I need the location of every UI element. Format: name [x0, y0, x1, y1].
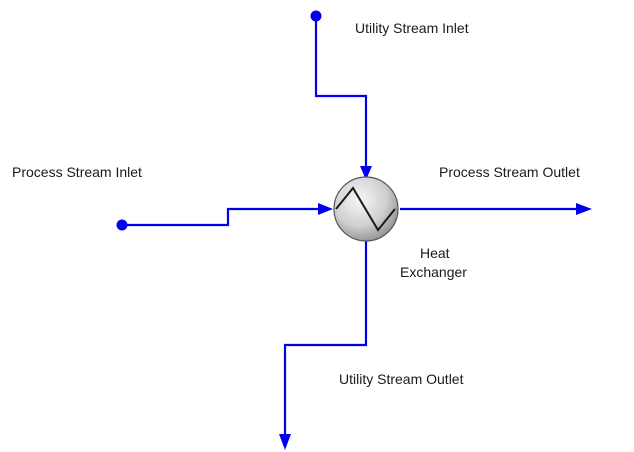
heat-exchanger-label-line1: Heat	[420, 245, 450, 261]
utility-inlet-label: Utility Stream Inlet	[355, 20, 469, 36]
process-inlet-arrow-icon	[318, 203, 333, 215]
process-inlet-label: Process Stream Inlet	[12, 164, 142, 180]
utility-inlet-line[interactable]	[314, 16, 368, 170]
process-outlet-arrow-icon	[576, 203, 592, 215]
utility-outlet-arrow-icon	[279, 434, 291, 450]
heat-exchanger-icon[interactable]	[333, 176, 399, 242]
heat-exchanger-label-line2: Exchanger	[400, 264, 467, 280]
utility-outlet-line[interactable]	[283, 240, 368, 438]
utility-outlet-label: Utility Stream Outlet	[339, 371, 464, 387]
utility-stream-outlet[interactable]	[279, 240, 368, 450]
utility-stream-inlet[interactable]	[310, 10, 373, 181]
process-stream-inlet[interactable]	[116, 203, 334, 231]
process-stream-outlet[interactable]	[400, 203, 592, 215]
process-outlet-label: Process Stream Outlet	[439, 164, 580, 180]
heat-exchanger-coil	[335, 186, 396, 232]
process-inlet-line[interactable]	[122, 207, 322, 227]
utility-inlet-arrow-icon	[360, 166, 372, 180]
